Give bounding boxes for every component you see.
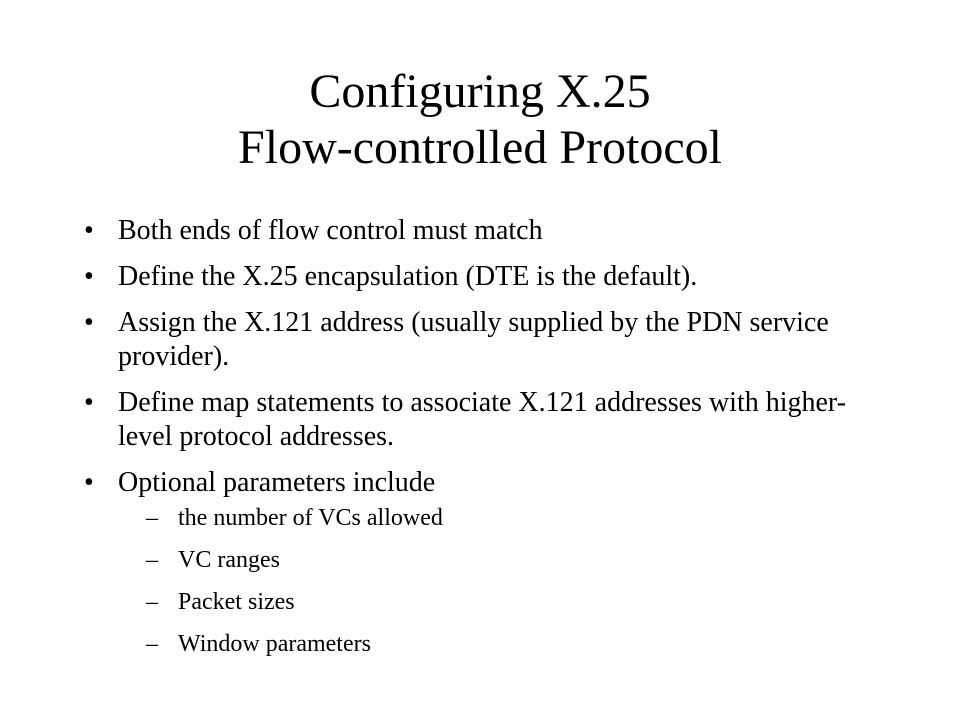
bullet-item: • Define the X.25 encapsulation (DTE is … bbox=[84, 260, 884, 294]
dash-icon: – bbox=[146, 505, 158, 531]
title-line-2: Flow-controlled Protocol bbox=[238, 121, 722, 174]
bullet-text: Define map statements to associate X.121… bbox=[118, 387, 847, 452]
sub-bullet-text: Window parameters bbox=[178, 631, 371, 657]
dash-icon: – bbox=[146, 631, 158, 657]
title-line-1: Configuring X.25 bbox=[309, 65, 651, 118]
dash-icon: – bbox=[146, 547, 158, 573]
bullet-icon: • bbox=[84, 467, 94, 498]
bullet-list: • Both ends of flow control must match •… bbox=[84, 214, 884, 672]
slide-title: Configuring X.25 Flow-controlled Protoco… bbox=[0, 64, 960, 176]
bullet-item: • Optional parameters include – the numb… bbox=[84, 466, 884, 658]
bullet-icon: • bbox=[84, 215, 94, 246]
bullet-item: • Define map statements to associate X.1… bbox=[84, 386, 884, 454]
bullet-text: Define the X.25 encapsulation (DTE is th… bbox=[118, 261, 698, 292]
sub-bullet-text: VC ranges bbox=[178, 547, 280, 573]
dash-icon: – bbox=[146, 589, 158, 615]
bullet-text: Optional parameters include bbox=[118, 467, 436, 498]
bullet-icon: • bbox=[84, 387, 94, 418]
bullet-icon: • bbox=[84, 261, 94, 292]
bullet-text: Both ends of flow control must match bbox=[118, 215, 543, 246]
sub-bullet-item: – VC ranges bbox=[118, 546, 884, 574]
sub-bullet-text: Packet sizes bbox=[178, 589, 295, 615]
sub-bullet-text: the number of VCs allowed bbox=[178, 505, 443, 531]
sub-bullet-item: – Window parameters bbox=[118, 630, 884, 658]
bullet-icon: • bbox=[84, 307, 94, 338]
bullet-text: Assign the X.121 address (usually suppli… bbox=[118, 307, 829, 372]
sub-bullet-item: – Packet sizes bbox=[118, 588, 884, 616]
bullet-item: • Both ends of flow control must match bbox=[84, 214, 884, 248]
bullet-item: • Assign the X.121 address (usually supp… bbox=[84, 306, 884, 374]
sub-bullet-item: – the number of VCs allowed bbox=[118, 504, 884, 532]
sub-bullet-list: – the number of VCs allowed – VC ranges … bbox=[118, 504, 884, 658]
